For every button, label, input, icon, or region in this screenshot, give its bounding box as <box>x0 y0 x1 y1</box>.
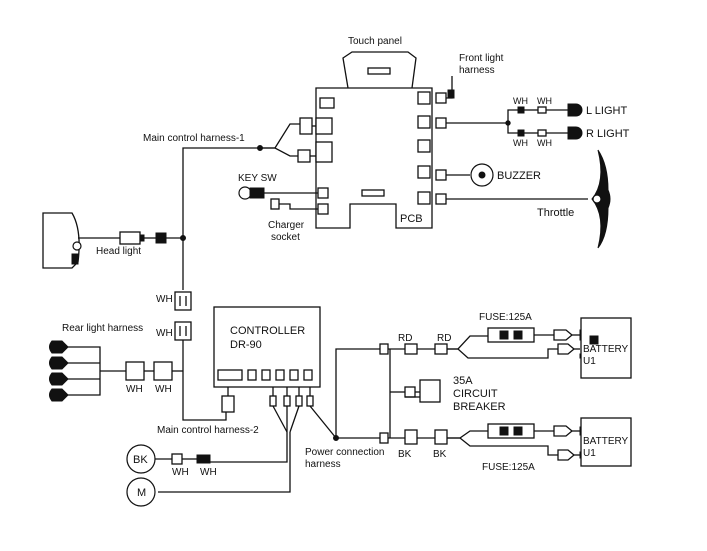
motor-icon <box>126 477 156 507</box>
head-light-label: Head light <box>96 246 141 257</box>
wh-label: WH <box>156 328 173 339</box>
rear-light-icon <box>49 340 69 354</box>
controller-model-label: DR-90 <box>230 339 262 351</box>
controller-label: CONTROLLER <box>230 325 305 337</box>
power-connection-label-2: harness <box>305 459 341 470</box>
rear-light-icon <box>49 372 69 386</box>
light-connector <box>435 117 447 129</box>
buzzer-label: BUZZER <box>497 170 541 182</box>
battery-top-label: BATTERY <box>583 344 629 355</box>
breaker-label-3: BREAKER <box>453 401 506 413</box>
wh-label: WH <box>513 138 528 148</box>
wh-label: WH <box>126 384 143 395</box>
wh-label: WH <box>172 467 189 478</box>
wh-label: WH <box>156 294 173 305</box>
breaker-label-2: CIRCUIT <box>453 388 498 400</box>
motor-m-label: M <box>137 487 146 499</box>
rear-lights <box>49 340 69 402</box>
rear-light-icon <box>49 356 69 370</box>
wh-label: WH <box>537 138 552 148</box>
charger-socket-label-2: socket <box>271 232 300 243</box>
pcb <box>315 87 433 229</box>
bk-label: BK <box>398 449 412 460</box>
harness-2-connector <box>221 395 235 413</box>
fuse-bottom <box>487 423 535 439</box>
l-light-label: L LIGHT <box>586 105 627 117</box>
front-light-connector <box>435 92 447 104</box>
controller-power-leads <box>269 387 337 439</box>
battery-top-unit: U1 <box>583 356 596 367</box>
breaker-label-1: 35A <box>453 375 473 387</box>
battery-bottom <box>580 417 632 467</box>
throttle-label: Throttle <box>537 207 574 219</box>
motor-bk-label: BK <box>133 454 148 466</box>
battery-bottom-unit: U1 <box>583 448 596 459</box>
charger-socket-label-1: Charger <box>268 220 305 231</box>
battery-bottom-label: BATTERY <box>583 436 629 447</box>
wh-label: WH <box>155 384 172 395</box>
charger-socket-icon <box>270 198 280 210</box>
circuit-breaker <box>419 379 441 403</box>
front-light-harness-label-1: Front light <box>459 53 504 64</box>
fuse-top-label: FUSE:125A <box>479 312 532 323</box>
r-light-icon <box>567 126 583 140</box>
rear-light-connector <box>125 361 145 381</box>
front-light-harness-label-2: harness <box>459 65 495 76</box>
r-light-label: R LIGHT <box>586 128 630 140</box>
rear-light-connector <box>153 361 173 381</box>
bk-label: BK <box>433 449 447 460</box>
wh-connector <box>174 321 192 341</box>
touch-panel-label: Touch panel <box>348 36 402 47</box>
rd-label: RD <box>398 333 412 344</box>
harness-connector <box>297 149 311 163</box>
wh-label: WH <box>537 96 552 106</box>
main-control-harness-2-label: Main control harness-2 <box>157 425 259 436</box>
rear-light-harness-label: Rear light harness <box>62 323 143 334</box>
pcb-label: PCB <box>400 213 423 225</box>
wh-label: WH <box>200 467 217 478</box>
rd-label: RD <box>437 333 451 344</box>
rear-light-icon <box>49 388 69 402</box>
key-sw-label: KEY SW <box>238 173 277 184</box>
fuse-bottom-label: FUSE:125A <box>482 462 535 473</box>
wh-connector <box>174 291 192 311</box>
wh-label: WH <box>513 96 528 106</box>
battery-top <box>580 317 632 379</box>
head-light-icon <box>42 212 80 269</box>
key-icon <box>238 186 252 200</box>
harness-connector <box>299 117 313 135</box>
power-connection-label-1: Power connection <box>305 447 385 458</box>
fuse-top <box>487 327 535 343</box>
l-light-icon <box>567 103 583 117</box>
main-control-harness-1-label: Main control harness-1 <box>143 133 245 144</box>
